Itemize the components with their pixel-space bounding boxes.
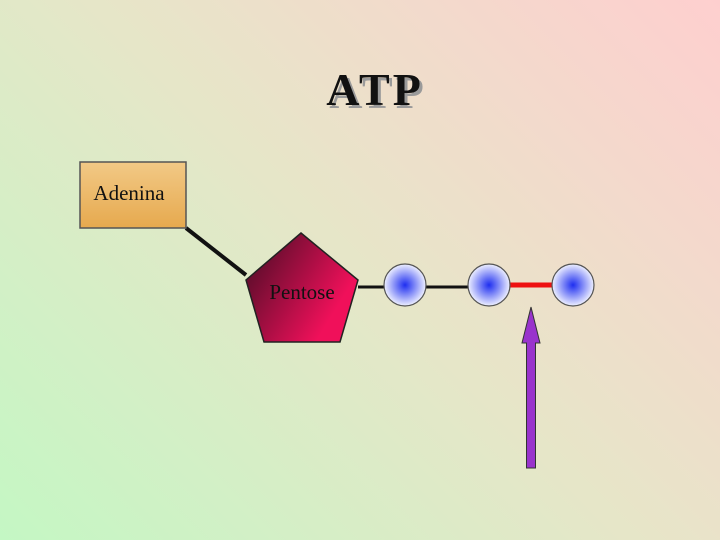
pentose-label: Pentose	[269, 280, 334, 304]
page-title: ATP	[326, 64, 424, 115]
arrow-up-icon	[521, 306, 541, 469]
title-shadow: ATP	[329, 67, 427, 118]
phosphate-1	[383, 263, 427, 307]
adenine-label: Adenina	[93, 181, 165, 205]
base-sugar-bond	[184, 226, 248, 277]
adenine-box	[79, 161, 187, 229]
phosphate-2	[467, 263, 511, 307]
pentose-pentagon	[245, 232, 359, 343]
phosphate-3	[551, 263, 595, 307]
